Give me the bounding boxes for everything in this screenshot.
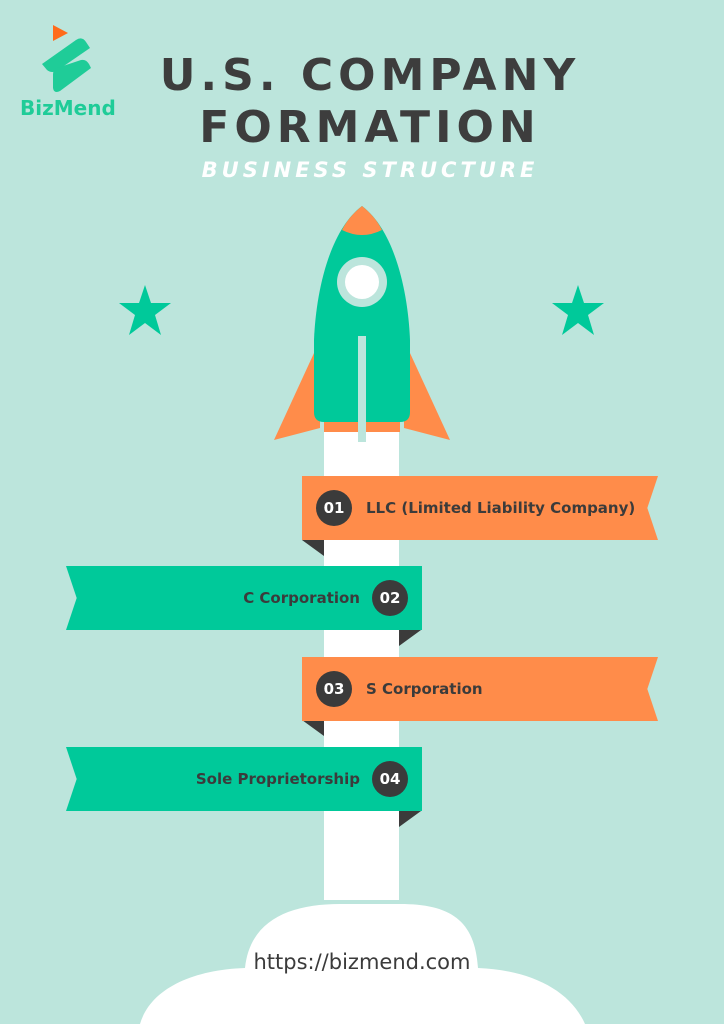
step-item: 01 LLC (Limited Liability Company) xyxy=(302,476,658,540)
banner-fold xyxy=(399,811,421,827)
step-number-badge: 02 xyxy=(372,580,408,616)
step-number-badge: 01 xyxy=(316,490,352,526)
step-label: LLC (Limited Liability Company) xyxy=(366,499,636,517)
rocket-icon xyxy=(274,206,450,442)
star-icon xyxy=(119,285,171,335)
page-subtitle: BUSINESS STRUCTURE xyxy=(201,158,539,182)
page-title-line2: FORMATION xyxy=(199,102,541,153)
step-item: C Corporation 02 xyxy=(66,566,422,630)
step-label: C Corporation xyxy=(243,589,360,607)
step-number-badge: 04 xyxy=(372,761,408,797)
brand-name: BizMend xyxy=(20,96,116,120)
star-icon xyxy=(552,285,604,335)
page-title-line1: U.S. COMPANY xyxy=(159,50,581,101)
step-item: Sole Proprietorship 04 xyxy=(66,747,422,811)
step-item: 03 S Corporation xyxy=(302,657,658,721)
banner-fold xyxy=(399,630,421,646)
step-number-badge: 03 xyxy=(316,671,352,707)
banner-fold xyxy=(302,720,324,736)
step-label: Sole Proprietorship xyxy=(195,770,360,788)
cloud-shape xyxy=(140,904,585,1024)
banner-fold xyxy=(302,540,324,556)
bizmend-logo-icon xyxy=(42,25,91,92)
website-link[interactable]: https://bizmend.com xyxy=(253,950,471,974)
logo xyxy=(36,22,96,94)
step-label: S Corporation xyxy=(366,680,483,698)
